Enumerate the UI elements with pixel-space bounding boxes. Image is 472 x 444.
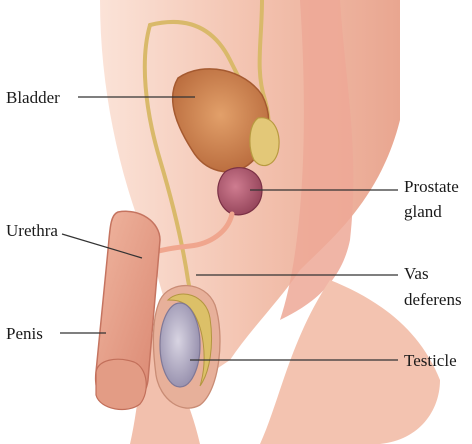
label-vas-line2: deferens (404, 290, 462, 309)
label-penis: Penis (6, 324, 43, 343)
glans (96, 359, 146, 409)
label-testicle: Testicle (404, 351, 457, 370)
label-urethra: Urethra (6, 221, 58, 240)
seminal-vesicle (250, 118, 279, 166)
prostate-organ (218, 168, 262, 215)
label-vas-line1: Vas (404, 264, 429, 283)
label-prostate-line2: gland (404, 202, 442, 221)
label-bladder: Bladder (6, 88, 60, 107)
label-prostate-line1: Prostate (404, 177, 459, 196)
testicle-organ (160, 303, 200, 387)
